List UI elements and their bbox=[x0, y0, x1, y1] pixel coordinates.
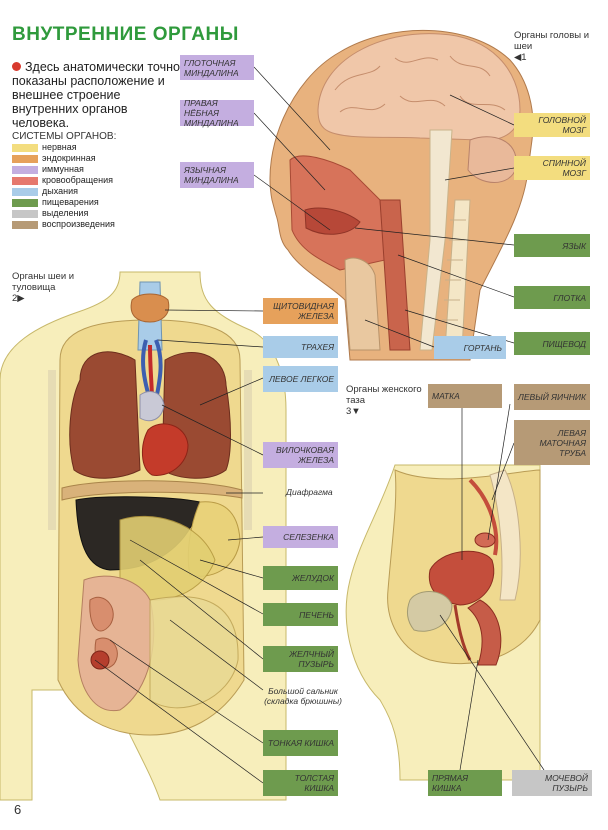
label-mochevoy-puzyr: МОЧЕВОЙ ПУЗЫРЬ bbox=[512, 770, 592, 796]
label-glotka: ГЛОТКА bbox=[514, 286, 590, 309]
legend-heading: СИСТЕМЫ ОРГАНОВ: bbox=[12, 131, 117, 142]
label-pishchevod: ПИЩЕВОД bbox=[514, 332, 590, 355]
page-title: ВНУТРЕННИЕ ОРГАНЫ bbox=[12, 24, 239, 45]
label-nebnaya-mindalina: ПРАВАЯ НЁБНАЯ МИНДАЛИНА bbox=[180, 98, 254, 128]
legend-swatch bbox=[12, 165, 38, 174]
legend-label: иммунная bbox=[42, 164, 84, 174]
legend-swatch bbox=[12, 154, 38, 163]
label-yazyk: ЯЗЫК bbox=[514, 234, 590, 257]
intro-text: Здесь анатомически точно показаны распол… bbox=[12, 60, 182, 130]
legend-item: нервная bbox=[12, 142, 115, 153]
legend-swatch bbox=[12, 209, 38, 218]
head-section-drawing bbox=[269, 30, 534, 361]
legend-item: выделения bbox=[12, 208, 115, 219]
label-tonkaya-kishka: ТОНКАЯ КИШКА bbox=[263, 730, 338, 756]
legend-swatch bbox=[12, 143, 38, 152]
legend-item: дыхания bbox=[12, 186, 115, 197]
section-torso-marker: 2▶ bbox=[12, 293, 25, 304]
legend-swatch bbox=[12, 198, 38, 207]
legend-label: нервная bbox=[42, 142, 77, 152]
label-shchitovidnaya-zheleza: ЩИТОВИДНАЯ ЖЕЛЕЗА bbox=[263, 298, 338, 324]
legend: нервная эндокринная иммунная кровообраще… bbox=[12, 142, 115, 230]
legend-swatch bbox=[12, 187, 38, 196]
torso-section-drawing bbox=[0, 271, 287, 801]
legend-item: иммунная bbox=[12, 164, 115, 175]
section-pelvis-text: Органы женского таза bbox=[346, 384, 422, 406]
label-zhelchny-puzyr: ЖЕЛЧНЫЙ ПУЗЫРЬ bbox=[263, 646, 338, 672]
page-number: 6 bbox=[14, 802, 22, 817]
legend-label: кровообращения bbox=[42, 175, 113, 185]
label-levoe-legkoe: ЛЕВОЕ ЛЕГКОЕ bbox=[263, 366, 338, 392]
pelvis-section-drawing bbox=[345, 464, 541, 781]
section-head-text: Органы головы и шеи bbox=[514, 30, 590, 52]
label-yazychnaya-mindalina: ЯЗЫЧНАЯ МИНДАЛИНА bbox=[180, 162, 254, 188]
label-selezenka: СЕЛЕЗЕНКА bbox=[263, 526, 338, 548]
label-trakheya: ТРАХЕЯ bbox=[263, 336, 338, 358]
legend-swatch bbox=[12, 176, 38, 185]
legend-label: дыхания bbox=[42, 186, 78, 196]
legend-label: эндокринная bbox=[42, 153, 96, 163]
label-vilochkovaya-zheleza: ВИЛОЧКОВАЯ ЖЕЛЕЗА bbox=[263, 442, 338, 468]
label-diafragma: Диафрагма bbox=[286, 487, 333, 497]
label-glotochnaya-mindalina: ГЛОТОЧНАЯ МИНДАЛИНА bbox=[180, 55, 254, 80]
section-head-title: Органы головы и шеи◀1 bbox=[514, 30, 600, 63]
section-pelvis-marker: 3▼ bbox=[346, 406, 361, 417]
legend-label: выделения bbox=[42, 208, 89, 218]
legend-item: пищеварения bbox=[12, 197, 115, 208]
section-head-marker: ◀1 bbox=[514, 52, 527, 63]
legend-swatch bbox=[12, 220, 38, 229]
label-pechen: ПЕЧЕНЬ bbox=[263, 603, 338, 626]
section-torso-text: Органы шеи и туловища bbox=[12, 271, 75, 293]
label-spinnoy-mozg: СПИННОЙ МОЗГ bbox=[514, 156, 590, 180]
label-zheludok: ЖЕЛУДОК bbox=[263, 566, 338, 590]
legend-label: воспроизведения bbox=[42, 219, 115, 229]
label-pryamaya-kishka: ПРЯМАЯ КИШКА bbox=[428, 770, 502, 796]
intro-text-content: Здесь анатомически точно показаны распол… bbox=[12, 60, 180, 130]
label-bolshoy-salnik: Большой сальник (складка брюшины) bbox=[264, 686, 342, 706]
label-golovnoy-mozg: ГОЛОВНОЙ МОЗГ bbox=[514, 113, 590, 137]
legend-item: кровообращения bbox=[12, 175, 115, 186]
label-gortan: ГОРТАНЬ bbox=[434, 336, 506, 359]
legend-label: пищеварения bbox=[42, 197, 99, 207]
legend-item: воспроизведения bbox=[12, 219, 115, 230]
legend-item: эндокринная bbox=[12, 153, 115, 164]
label-tolstaya-kishka: ТОЛСТАЯ КИШКА bbox=[263, 770, 338, 796]
red-bullet-icon bbox=[12, 62, 21, 71]
label-levaya-matochnaya-truba: ЛЕВАЯ МАТОЧНАЯ ТРУБА bbox=[514, 420, 590, 465]
label-levy-yaichnik: ЛЕВЫЙ ЯИЧНИК bbox=[514, 384, 590, 410]
label-matka: МАТКА bbox=[428, 384, 502, 408]
